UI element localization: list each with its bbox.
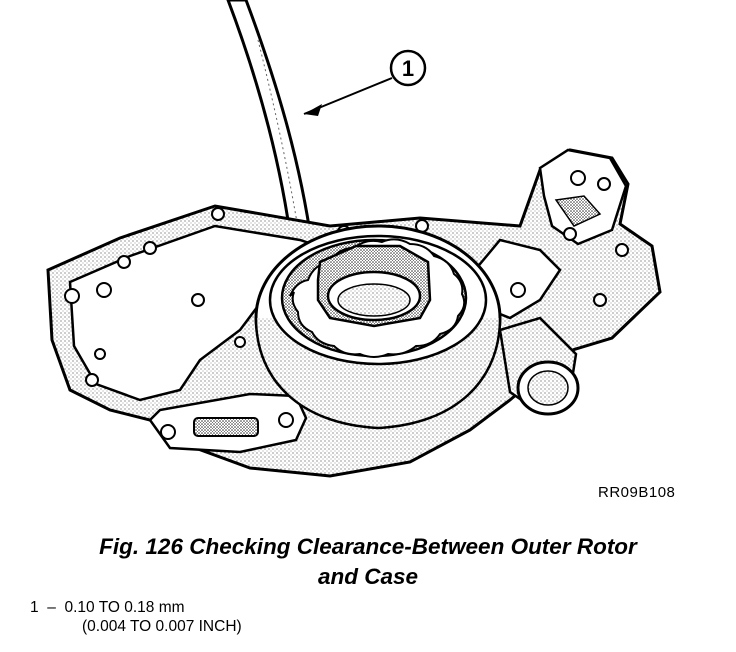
figure-caption: Fig. 126 Checking Clearance-Between Oute…	[0, 532, 736, 592]
caption-line-1: Fig. 126 Checking Clearance-Between Oute…	[99, 534, 637, 559]
legend-dash: –	[47, 599, 56, 616]
oil-pump-illustration: 1	[46, 0, 662, 478]
legend-item-number: 1	[30, 599, 39, 616]
gasket-face	[68, 224, 562, 402]
callout-1: 1	[389, 49, 427, 87]
figure-code: RR09B108	[598, 484, 676, 501]
mounting-ear-left	[148, 392, 308, 454]
callout-number: 1	[402, 56, 414, 81]
callout-leader	[303, 77, 393, 116]
inner-rotor	[316, 244, 432, 328]
legend: 1 – 0.10 TO 0.18 mm (0.004 TO 0.007 INCH…	[30, 598, 242, 636]
caption-line-2: and Case	[317, 564, 419, 589]
mounting-tab-right	[538, 148, 628, 246]
legend-item-1: 1 – 0.10 TO 0.18 mm	[30, 598, 242, 617]
legend-value-mm: 0.10 TO 0.18 mm	[64, 599, 185, 616]
outlet-tube	[498, 316, 580, 416]
legend-value-inch: (0.004 TO 0.007 INCH)	[82, 618, 242, 635]
